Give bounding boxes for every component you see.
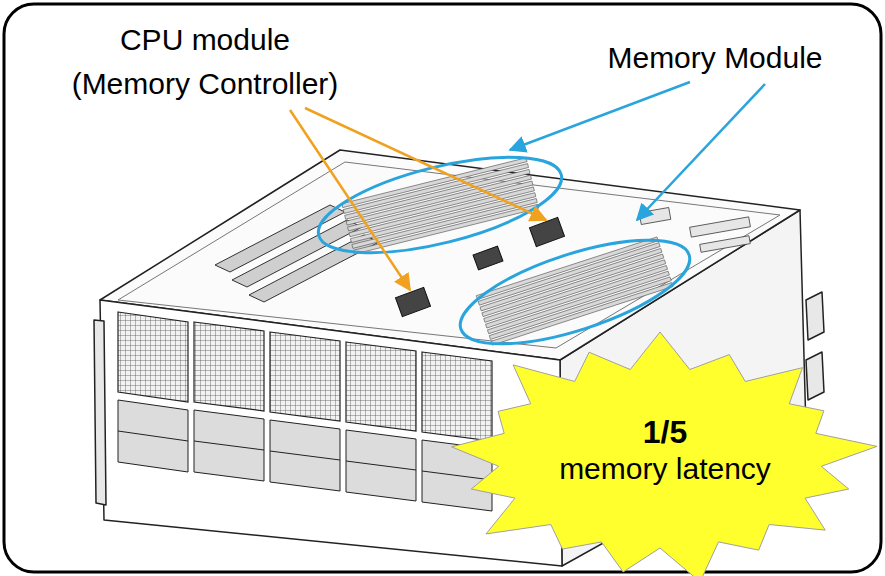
board-parts	[639, 207, 750, 252]
fan	[422, 352, 492, 441]
fan	[270, 332, 340, 421]
rack-ear	[94, 320, 106, 505]
highlight-ellipse	[310, 138, 571, 272]
starburst-callout: 1/5memory latency	[445, 330, 885, 576]
leader-arrow	[637, 84, 765, 220]
leader-arrow	[305, 108, 546, 220]
drive-bays	[118, 400, 492, 511]
callout-text: memory latency	[559, 451, 771, 487]
fan	[118, 312, 188, 402]
rack-handle	[806, 292, 824, 340]
callout-label: CPU module	[120, 22, 290, 58]
fan	[346, 342, 416, 431]
callout-number: 1/5	[643, 413, 687, 451]
drive-divider	[118, 431, 492, 480]
callout-label: (Memory Controller)	[72, 66, 339, 102]
cpu-heatsink	[529, 217, 564, 246]
fan	[194, 322, 264, 411]
cpu-heatsink	[395, 287, 430, 316]
callout-text-group: 1/5memory latency	[445, 330, 885, 570]
starburst-outline	[452, 332, 877, 576]
leader-arrow	[290, 110, 410, 290]
cpu-heatsink	[473, 246, 503, 270]
rack-handle	[806, 352, 824, 400]
leader-arrow	[510, 82, 690, 150]
callout-label: Memory Module	[607, 40, 822, 76]
